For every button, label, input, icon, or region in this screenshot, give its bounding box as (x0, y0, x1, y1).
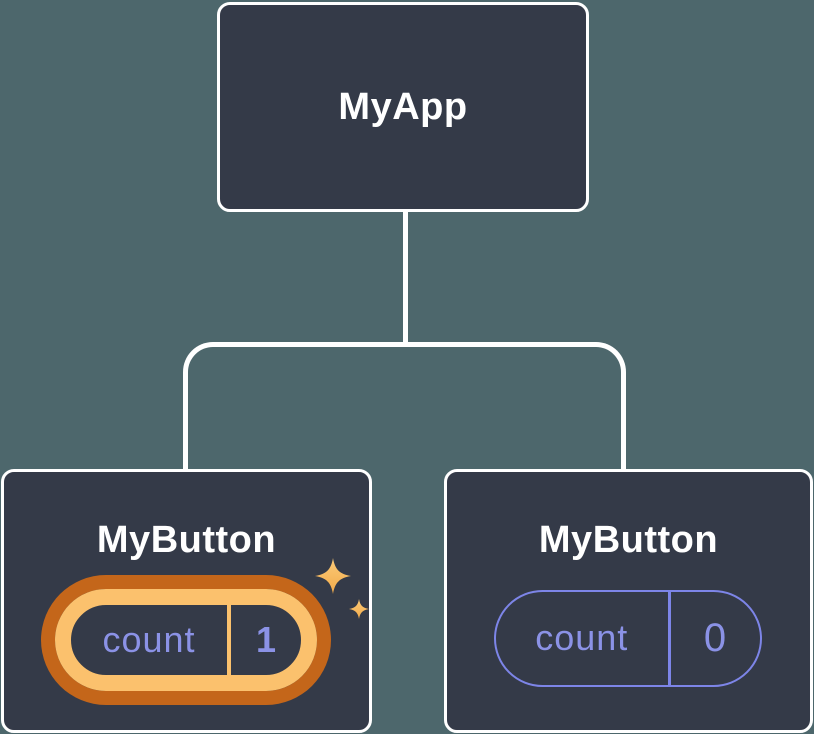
node-mybutton-unchanged: MyButton count 0 (444, 469, 813, 733)
node-mybutton-updated-label: MyButton (96, 519, 277, 561)
state-pill-highlighted: count 1 (55, 589, 317, 691)
node-myapp: MyApp (217, 2, 589, 212)
state-key: count (102, 619, 196, 660)
node-myapp-label: MyApp (338, 86, 468, 128)
sparkle-small-icon (349, 599, 369, 619)
state-value: 0 (703, 615, 727, 660)
node-mybutton-unchanged-label: MyButton (538, 519, 719, 561)
state-value: 1 (255, 619, 277, 660)
pill-divider (227, 605, 231, 675)
state-key: count (535, 617, 629, 658)
pill-divider (668, 591, 671, 685)
connector-branch-bracket (182, 342, 626, 469)
sparkle-icon (315, 558, 369, 619)
sparkle-large-icon (315, 558, 351, 594)
state-pill: count 0 (493, 589, 762, 687)
connector-root-stem (402, 212, 408, 347)
node-mybutton-updated: MyButton count 1 (1, 469, 372, 733)
